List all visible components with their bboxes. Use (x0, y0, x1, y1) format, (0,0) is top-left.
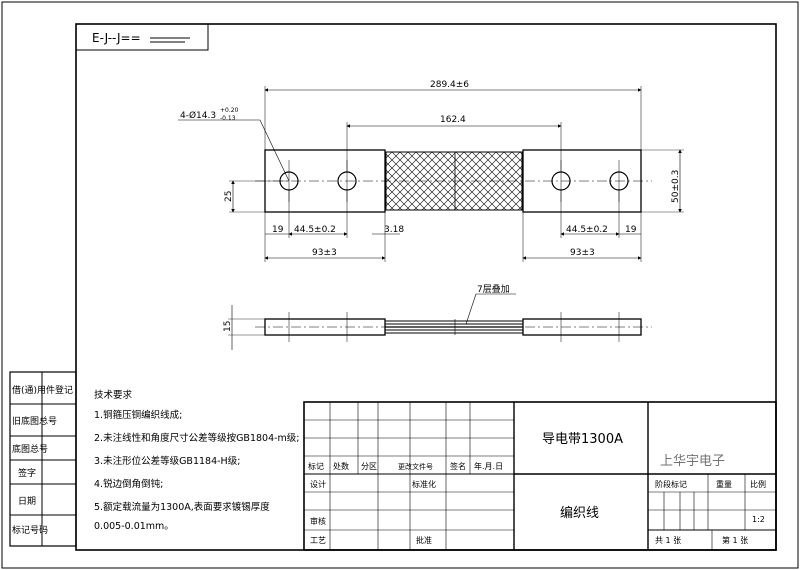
logo-box: E-J--J== (75, 23, 209, 51)
tech-notes: 技术要求 1.铜箍压铜编织线成; 2.未注线性和角度尺寸公差等级按GB1804-… (94, 389, 300, 532)
sheet-no: 第 1 张 (722, 535, 748, 545)
hdr-sign: 签名 (450, 461, 466, 471)
side-row-3: 底图总号 (12, 443, 48, 455)
note-5: 5.额定载流量为1300A,表面要求镀锡厚度 (94, 501, 270, 513)
note-1: 1.铜箍压铜编织线成; (94, 409, 182, 421)
hole-spec: 4-Ø14.3 (180, 110, 216, 121)
scale-value: 1:2 (752, 515, 765, 524)
total-sheets: 共 1 张 (655, 536, 681, 545)
side-row-4: 签字 (18, 467, 36, 479)
notes-title: 技术要求 (94, 389, 133, 401)
note-6: 0.005-0.01mm。 (94, 521, 174, 532)
logo-text: E-J--J== (92, 31, 141, 45)
review-label: 审核 (310, 516, 326, 526)
side-row-2: 旧底图总号 (12, 415, 57, 427)
thickness-dim: 15 (223, 321, 233, 332)
hdr-mark: 标记 (308, 461, 324, 471)
side-row-5: 日期 (18, 496, 36, 507)
material: 编织线 (560, 506, 599, 521)
overall-length-dim: 289.4±6 (430, 80, 469, 90)
approve-label: 批准 (416, 535, 432, 545)
inner-frame (75, 23, 777, 551)
left-edge-dim: 19 (272, 225, 284, 235)
part-name: 导电带1300A (542, 432, 623, 447)
design-label: 设计 (310, 479, 326, 489)
side-table: 借(通)用件登记 旧底图总号 底图总号 签字 日期 标记号码 (9, 371, 77, 547)
title-block: 标记 处数 分区 更改文件号 签名 年.月.日 设计 标准化 审核 工艺 批准 … (303, 401, 777, 551)
company-name: 上华宇电子 (660, 454, 725, 469)
side-view: 15 7层叠加 (223, 284, 652, 350)
hdr-change-doc: 更改文件号 (398, 462, 433, 471)
side-row-6: 标记号码 (12, 524, 48, 536)
layers-note: 7层叠加 (477, 284, 510, 295)
hole-tol-lower: -0.13 (220, 115, 236, 122)
hdr-zone: 分区 (361, 462, 377, 471)
right-edge-dim: 19 (625, 225, 637, 235)
weight-label: 重量 (716, 479, 732, 489)
stage-mark-label: 阶段标记 (655, 479, 687, 489)
gap-dim: 3.18 (384, 225, 404, 235)
process-label: 工艺 (310, 536, 326, 545)
left-lug-dim: 93±3 (312, 248, 337, 258)
right-lug-dim: 93±3 (570, 248, 595, 258)
left-pitch-dim: 44.5±0.2 (294, 225, 336, 235)
height-left-dim: 25 (224, 191, 234, 202)
braid-length-dim: 162.4 (440, 115, 466, 125)
top-view: 289.4±6 162.4 4-Ø14.3 +0.20 -0.13 25 50±… (178, 80, 684, 262)
note-4: 4.锐边倒角倒钝; (94, 478, 163, 490)
hdr-count: 处数 (333, 461, 349, 471)
hole-tol-upper: +0.20 (220, 107, 239, 114)
note-3: 3.未注形位公差等级GB1184-H级; (94, 455, 240, 467)
width-right-dim: 50±0.3 (671, 170, 681, 203)
scale-label: 比例 (750, 479, 766, 489)
hdr-date: 年.月.日 (474, 461, 503, 471)
standardize-label: 标准化 (412, 479, 436, 489)
right-pitch-dim: 44.5±0.2 (566, 225, 608, 235)
note-2: 2.未注线性和角度尺寸公差等级按GB1804-m级; (94, 432, 300, 444)
side-row-1: 借(通)用件登记 (12, 384, 73, 396)
